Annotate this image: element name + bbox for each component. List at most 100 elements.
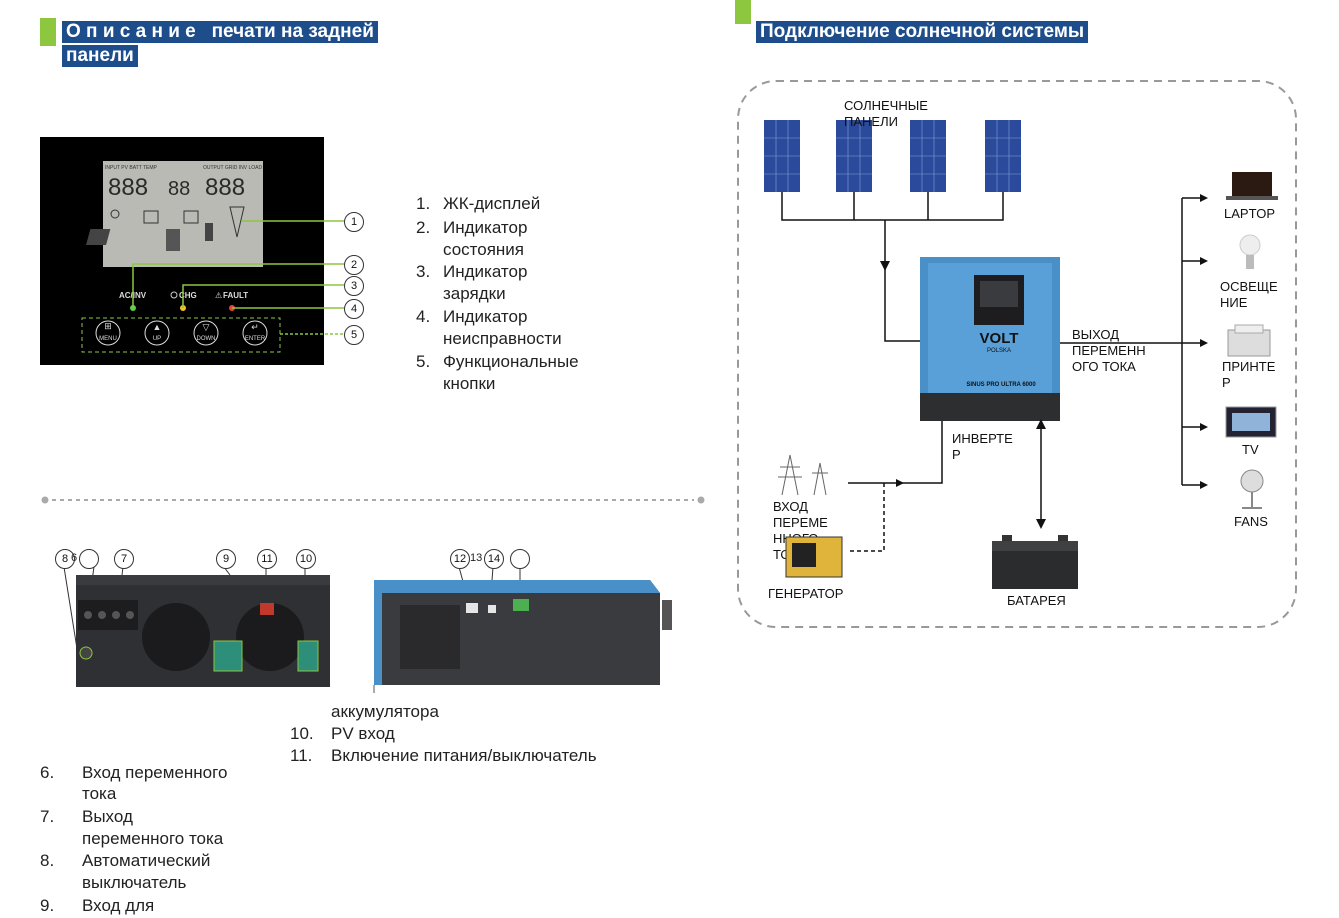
- load-bulb-icon: [205, 223, 213, 241]
- lcd-digits-left: 888: [108, 174, 148, 201]
- solar-panel-2: [836, 120, 872, 192]
- tv-icon: [1225, 406, 1277, 438]
- front-item-2-num: 2.: [416, 218, 431, 237]
- rear-item-9-text-a: Вход для: [82, 896, 155, 915]
- inverter-label-1: ИНВЕРТЕ: [952, 431, 1013, 446]
- front-item-4-num: 4.: [416, 307, 431, 326]
- side-callout-13: 13: [470, 552, 483, 564]
- front-item-4-text-b: неисправности: [443, 329, 562, 348]
- rear-item-6-text-a: Вход переменного: [82, 763, 228, 782]
- side-callout-12: 12: [450, 549, 470, 569]
- enter-button[interactable]: [242, 320, 268, 346]
- callout-3: 3: [344, 276, 364, 296]
- side-panel-image: [373, 566, 672, 693]
- grid-tower-icon: [229, 206, 245, 238]
- rear-item-9-cont: аккумулятора: [331, 702, 439, 721]
- rear-callout-6-circle: [79, 549, 99, 569]
- solar-diagram: СОЛНЕЧНЫЕ ПАНЕЛИ VOLT POLSKA SINUS PRO U…: [737, 80, 1297, 628]
- ac-in-label-2: ПЕРЕМЕ: [773, 515, 828, 530]
- lcd-screen: [103, 161, 263, 267]
- power-tower-icon: [778, 454, 828, 496]
- rear-item-7-num: 7.: [40, 807, 55, 826]
- rear-item-9-num: 9.: [40, 896, 55, 915]
- rear-item-10-text: PV вход: [331, 724, 395, 743]
- solar-panels: [764, 120, 1021, 192]
- left-header-accent: [40, 18, 56, 46]
- front-item-1-num: 1.: [416, 194, 431, 213]
- rear-callout-9: 9: [216, 549, 236, 569]
- charger-icon: [143, 210, 159, 224]
- lcd-top-left-label: INPUT PV BATT TEMP: [105, 165, 158, 171]
- lcd-top-right-label: OUTPUT GRID INV LOAD: [203, 165, 262, 171]
- down-arrow-icon: ▽: [203, 322, 210, 332]
- light-bulb-icon: [1239, 234, 1261, 269]
- callout-1: 1: [344, 212, 364, 232]
- ac-out-label-1: ВЫХОД: [1072, 327, 1119, 342]
- rear-item-7-text-b: переменного тока: [82, 829, 224, 848]
- power-switch[interactable]: [260, 603, 274, 615]
- rear-callout-10: 10: [296, 549, 316, 569]
- up-arrow-icon: ▲: [153, 322, 162, 332]
- fan-right: [236, 603, 304, 671]
- buttons-group-outline: [81, 317, 281, 353]
- rear-callout-6: 6: [71, 552, 78, 564]
- ac-out-label-3: ОГО ТОКА: [1072, 359, 1136, 374]
- fan-left: [142, 603, 210, 671]
- rear-item-8-text-b: выключатель: [82, 873, 187, 892]
- battery-icon-large: [992, 535, 1078, 589]
- rear-panel-image: [63, 566, 330, 687]
- breaker-switch[interactable]: [79, 646, 93, 660]
- inverter-brand: VOLT: [980, 330, 1019, 347]
- load-laptop-label: LAPTOP: [1224, 206, 1275, 221]
- front-item-3-num: 3.: [416, 262, 431, 281]
- rear-item-11-text: Включение питания/выключатель: [331, 746, 597, 765]
- enter-icon: ↵: [251, 322, 259, 332]
- rear-item-10-num: 10.: [290, 724, 314, 743]
- rear-item-6-text-b: тока: [82, 784, 117, 803]
- generator-icon: [785, 536, 843, 578]
- front-item-3-text-a: Индикатор: [443, 262, 528, 281]
- rear-item-11-num: 11.: [290, 746, 313, 765]
- callout-5: 5: [344, 325, 364, 345]
- callout-4: 4: [344, 299, 364, 319]
- front-item-5-text-b: кнопки: [443, 374, 496, 393]
- inverter-unit: VOLT POLSKA SINUS PRO ULTRA 6000: [920, 257, 1060, 421]
- laptop-icon: [1226, 172, 1278, 200]
- side-callout-14: 14: [484, 549, 504, 569]
- menu-button[interactable]: [95, 320, 121, 346]
- inverter-brand-sub: POLSKA: [987, 348, 1011, 354]
- rear-item-6-num: 6.: [40, 763, 55, 782]
- side-vent: [400, 605, 460, 669]
- rear-item-7-text-a: Выход: [82, 807, 133, 826]
- inverter-label-2: Р: [952, 447, 961, 462]
- generator-label: ГЕНЕРАТОР: [768, 586, 843, 601]
- rear-item-8-num: 8.: [40, 851, 55, 870]
- load-printer-label-1: ПРИНТЕ: [1222, 359, 1276, 374]
- front-item-5-num: 5.: [416, 352, 431, 371]
- led-fault-label: FAULT: [223, 291, 248, 300]
- pv-terminal: [297, 640, 319, 672]
- load-light-label-1: ОСВЕЩЕ: [1220, 279, 1278, 294]
- solar-label-2: ПАНЕЛИ: [844, 114, 898, 129]
- rear-callout-8: 8: [55, 549, 75, 569]
- callout-2: 2: [344, 255, 364, 275]
- down-button[interactable]: [193, 320, 219, 346]
- menu-icon: ⊞: [104, 321, 112, 331]
- battery-terminal: [213, 640, 243, 672]
- front-callout-lines: [132, 220, 344, 335]
- battery-icon: [166, 229, 180, 251]
- battery-label: БАТАРЕЯ: [1007, 593, 1066, 608]
- rear-item-8-text-a: Автоматический: [82, 851, 211, 870]
- right-section-title: Подключение солнечной системы: [756, 21, 1089, 43]
- ac-out-label-2: ПЕРЕМЕНН: [1072, 343, 1146, 358]
- load-light-label-2: НИЕ: [1220, 295, 1248, 310]
- enter-button-label: ENTER: [245, 336, 266, 342]
- load-fans-label: FANS: [1234, 514, 1268, 529]
- up-button[interactable]: [144, 320, 170, 346]
- rear-callout-7: 7: [114, 549, 134, 569]
- lcd-digits-right: 888: [205, 174, 245, 201]
- pv-panel-icon: [86, 229, 111, 245]
- fault-warning-icon: ⚠: [215, 291, 222, 300]
- left-section-title-line1: О п и с а н и е печати на задней: [62, 21, 378, 43]
- dry-contact-terminal: [513, 599, 529, 611]
